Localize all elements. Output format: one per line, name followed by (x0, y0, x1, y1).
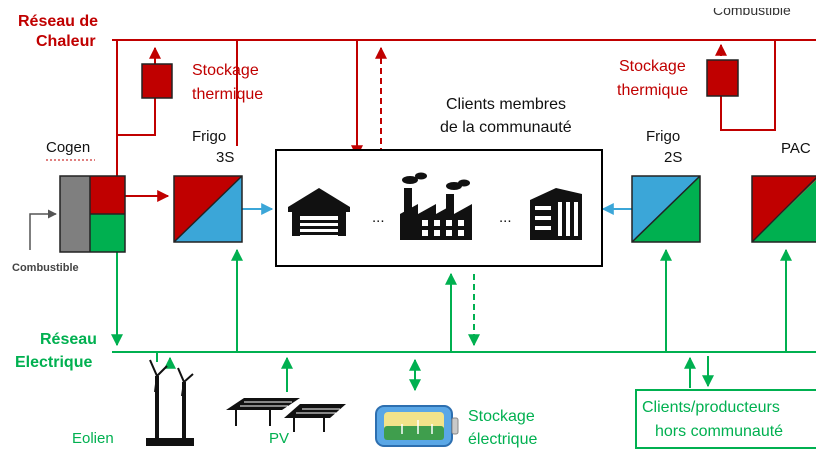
battery-icon (375, 405, 459, 447)
frigo-3s-label-line2: 3S (216, 149, 235, 166)
external-clients-label-line2: hors communauté (655, 423, 784, 440)
community-ellipsis-2: ... (499, 209, 512, 226)
factory-icon (400, 172, 472, 240)
community-ellipsis-1: ... (372, 209, 385, 226)
community-title-line2: de la communauté (440, 119, 572, 136)
right-storage-link (720, 40, 776, 131)
electric-network-label-line2: Electrique (15, 354, 93, 371)
thermal-storage-left-box (141, 63, 173, 99)
cogen-fuel-input (29, 209, 57, 250)
cogen-fuel-label: Combustible (12, 262, 79, 274)
community-title-line1: Clients membres (446, 96, 567, 113)
pac-label: PAC (781, 140, 811, 157)
pv-label: PV (269, 430, 290, 447)
left-storage-label-line1: Stockage (192, 62, 259, 79)
solar-panel-icon (226, 398, 346, 432)
external-clients-box (635, 389, 816, 449)
right-storage-label-line1: Stockage (619, 58, 686, 75)
left-storage-label-line2: thermique (192, 86, 264, 103)
frigo-2s-label-line2: 2S (664, 149, 683, 166)
heat-network-label-line2: Chaleur (36, 33, 96, 50)
right-storage-label-line2: thermique (617, 82, 689, 99)
external-clients-label-line1: Clients/producteurs (642, 399, 780, 416)
top-right-fuel-label: Combustible (713, 2, 791, 18)
wind-label: Eolien (72, 430, 114, 447)
pac-unit (751, 175, 816, 243)
heat-network-label-line1: Réseau de (18, 13, 99, 30)
electric-network-label-line1: Réseau (40, 331, 97, 348)
frigo-3s-label-line1: Frigo (192, 128, 227, 145)
frigo-3s-unit (173, 175, 243, 243)
thermal-storage-right-box (706, 59, 739, 97)
electric-network (111, 248, 816, 449)
cogen-label: Cogen (46, 139, 91, 156)
frigo-2s-label-line1: Frigo (646, 128, 681, 145)
cogen-unit (59, 175, 126, 253)
electric-storage-label-line1: Stockage (468, 408, 535, 425)
office-building-icon (530, 188, 582, 240)
frigo-2s-unit (631, 175, 701, 243)
heat-network (112, 39, 816, 202)
electric-storage-label-line2: électrique (468, 431, 538, 448)
warehouse-icon (288, 188, 350, 236)
wind-turbine-icon (146, 359, 194, 446)
